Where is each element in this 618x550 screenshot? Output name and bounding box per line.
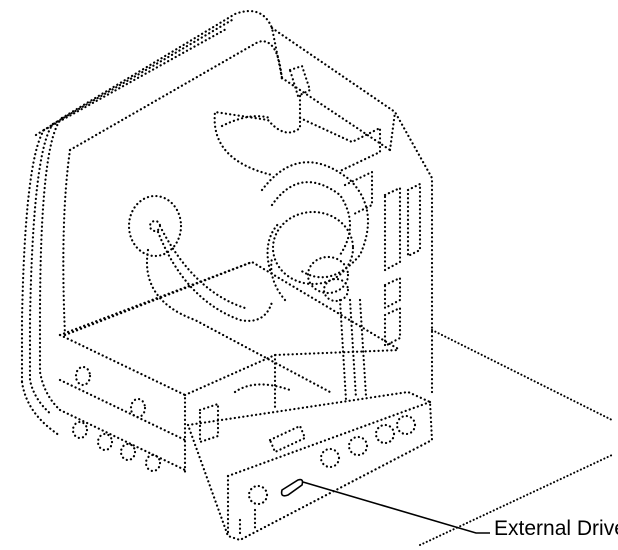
ribbon-cable: [145, 248, 368, 402]
lower-chassis: [58, 260, 402, 477]
side-ports: [383, 182, 422, 348]
callout-leader-line: [302, 481, 490, 534]
external-drive-callout-label: External Drive: [494, 517, 618, 540]
screen-opening: [62, 40, 284, 337]
work-surface-lines: [419, 329, 613, 546]
case-shell: [20, 10, 434, 438]
external-drive-port: [280, 478, 304, 497]
logic-board-rail: [186, 383, 434, 542]
crt-assembly: [127, 64, 382, 322]
